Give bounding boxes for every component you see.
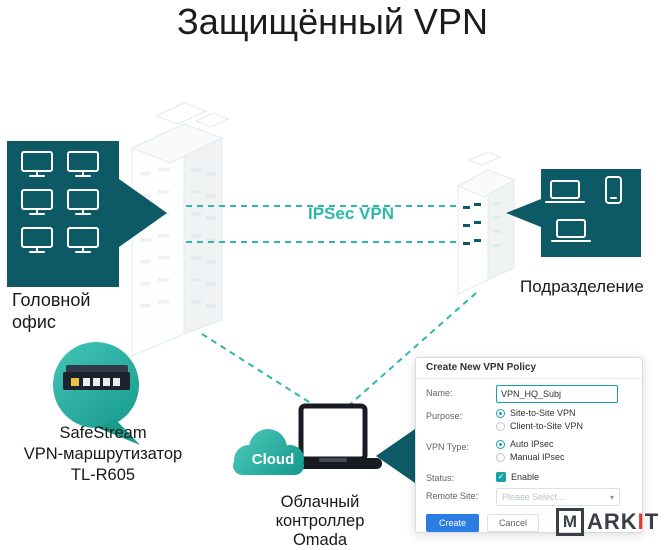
router-caption-line: SafeStream bbox=[59, 424, 147, 442]
controller-laptop-icon bbox=[284, 403, 382, 469]
vpn-type-label: VPN Type: bbox=[426, 442, 469, 452]
smartphone-icon bbox=[605, 176, 622, 204]
radio-selected-icon bbox=[496, 408, 505, 418]
controller-caption: Облачный контроллер Omada bbox=[252, 493, 388, 550]
cloud-label: Cloud bbox=[251, 451, 295, 468]
radio-auto-ipsec[interactable]: Auto IPsec bbox=[496, 439, 632, 449]
markit-logo: M ARKIT bbox=[556, 508, 659, 536]
head-office-callout bbox=[7, 141, 167, 287]
name-label: Name: bbox=[426, 388, 453, 398]
link-branch-to-controller bbox=[346, 292, 477, 408]
create-vpn-policy-dialog: Create New VPN Policy Name: Purpose: Sit… bbox=[415, 357, 643, 533]
headquarters-building-icon bbox=[130, 102, 230, 357]
cloud-icon bbox=[233, 429, 304, 475]
logo-m-box: M bbox=[556, 508, 584, 536]
router-icon bbox=[63, 365, 130, 390]
laptop-icon bbox=[551, 219, 591, 242]
building-windows bbox=[191, 168, 216, 308]
router-caption-line: TL-R605 bbox=[70, 466, 136, 484]
desktop-monitor-icons bbox=[21, 151, 99, 253]
status-row: Status: Enable bbox=[426, 470, 632, 483]
name-input[interactable] bbox=[496, 385, 618, 403]
ipsec-vpn-label: IPSec VPN bbox=[308, 204, 394, 223]
create-button[interactable]: Create bbox=[426, 514, 480, 532]
radio-selected-icon bbox=[496, 439, 505, 449]
checkbox-label: Enable bbox=[511, 472, 540, 482]
remote-site-row: Remote Site: Please Select... bbox=[426, 488, 632, 506]
dialog-title: Create New VPN Policy bbox=[416, 358, 642, 379]
radio-unselected-icon bbox=[496, 421, 505, 431]
controller-caption-line: Облачный bbox=[280, 493, 360, 511]
vpn-type-row: VPN Type: Auto IPsec Manual IPsec bbox=[426, 439, 632, 465]
branch-building-icon bbox=[456, 151, 516, 295]
logo-text: ARKIT bbox=[587, 509, 660, 534]
radio-label: Site-to-Site VPN bbox=[510, 408, 576, 418]
dialog-buttons: Create Cancel bbox=[426, 514, 632, 532]
radio-manual-ipsec[interactable]: Manual IPsec bbox=[496, 452, 632, 462]
purpose-row: Purpose: Site-to-Site VPN Client-to-Site… bbox=[426, 408, 632, 434]
chevron-down-icon bbox=[610, 493, 614, 502]
controller-caption-line: контроллер bbox=[275, 512, 365, 530]
name-row: Name: bbox=[426, 385, 632, 403]
branch-callout bbox=[506, 169, 641, 257]
purpose-label: Purpose: bbox=[426, 411, 463, 421]
router-bubble bbox=[53, 342, 140, 445]
radio-label: Manual IPsec bbox=[510, 452, 565, 462]
logo-accent-letter: I bbox=[637, 509, 645, 534]
router-caption: SafeStream VPN-маршрутизатор TL-R605 bbox=[10, 423, 196, 486]
status-label: Status: bbox=[426, 473, 455, 483]
radio-label: Client-to-Site VPN bbox=[510, 421, 584, 431]
building-windows bbox=[463, 203, 481, 245]
speech-bubble-tail bbox=[98, 420, 140, 445]
controller-caption-line: Omada bbox=[292, 531, 348, 549]
laptop-icon bbox=[545, 180, 585, 203]
radio-client-to-site[interactable]: Client-to-Site VPN bbox=[496, 421, 632, 431]
router-caption-line: VPN-маршрутизатор bbox=[23, 445, 183, 463]
head-office-label: Головной офис bbox=[12, 290, 91, 332]
page-title: Защищённый VPN bbox=[177, 1, 488, 42]
remote-site-select[interactable]: Please Select... bbox=[496, 488, 620, 506]
radio-site-to-site[interactable]: Site-to-Site VPN bbox=[496, 408, 632, 418]
branch-label: Подразделение bbox=[520, 277, 644, 296]
enable-checkbox[interactable]: Enable bbox=[496, 470, 632, 482]
vpn-tunnel-lines bbox=[186, 205, 477, 410]
radio-label: Auto IPsec bbox=[510, 439, 554, 449]
link-hq-to-controller bbox=[201, 333, 321, 410]
radio-unselected-icon bbox=[496, 452, 505, 462]
building-windows bbox=[493, 202, 501, 247]
select-placeholder: Please Select... bbox=[502, 492, 565, 502]
checkbox-checked-icon bbox=[496, 472, 506, 482]
remote-site-label: Remote Site: bbox=[426, 491, 479, 501]
dialog-pointer bbox=[376, 429, 415, 483]
cancel-button[interactable]: Cancel bbox=[487, 514, 540, 532]
